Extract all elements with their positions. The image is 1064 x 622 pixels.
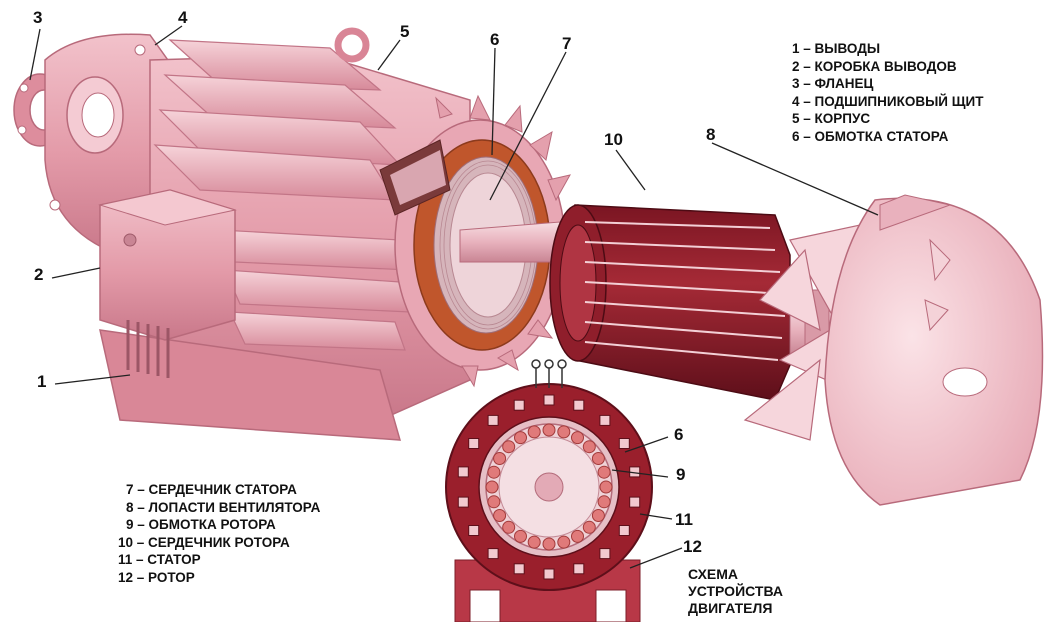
stator-slot — [619, 439, 629, 449]
cross-section-schematic — [446, 360, 652, 622]
stator-slot — [619, 526, 629, 536]
rotor-slot — [598, 496, 610, 508]
stator-slot — [514, 400, 524, 410]
callout-8: 8 — [706, 125, 715, 145]
callout-5: 5 — [400, 22, 409, 42]
callout-6: 6 — [490, 30, 499, 50]
legend-item-7: 7 – СЕРДЕЧНИК СТАТОРА — [118, 481, 320, 499]
caption-line-2: УСТРОЙСТВА — [688, 583, 783, 600]
callout-7: 7 — [562, 34, 571, 54]
stator-slot — [488, 549, 498, 559]
legend-item-4: 4 – ПОДШИПНИКОВЫЙ ЩИТ — [792, 93, 983, 111]
stator-slot — [469, 526, 479, 536]
stator-slot — [469, 439, 479, 449]
rotor-slot — [600, 481, 612, 493]
rotor-slot — [486, 481, 498, 493]
legend-item-9: 9 – ОБМОТКА РОТОРА — [118, 516, 320, 534]
legend-item-6: 6 – ОБМОТКА СТАТОРА — [792, 128, 983, 146]
legend-item-3: 3 – ФЛАНЕЦ — [792, 75, 983, 93]
callout-3: 3 — [33, 8, 42, 28]
rotor-core — [550, 205, 790, 400]
rotor-slot — [598, 466, 610, 478]
lifting-eye — [338, 31, 366, 59]
rotor-slot — [592, 510, 604, 522]
rotor-slot — [558, 536, 570, 548]
rotor-slot — [543, 424, 555, 436]
stator-slot — [600, 549, 610, 559]
legend-top: 1 – ВЫВОДЫ 2 – КОРОБКА ВЫВОДОВ 3 – ФЛАНЕ… — [792, 40, 983, 146]
legend-item-2: 2 – КОРОБКА ВЫВОДОВ — [792, 58, 983, 76]
stator-slot — [458, 467, 468, 477]
fan-cover — [825, 195, 1043, 505]
caption-line-3: ДВИГАТЕЛЯ — [688, 600, 783, 617]
legend-item-12: 12 – РОТОР — [118, 569, 320, 587]
stator-slot — [630, 497, 640, 507]
callout-12: 12 — [683, 537, 702, 557]
legend-item-10: 10 – СЕРДЕЧНИК РОТОРА — [118, 534, 320, 552]
legend-item-5: 5 – КОРПУС — [792, 110, 983, 128]
rotor-slot — [503, 441, 515, 453]
stator-slot — [544, 395, 554, 405]
stator-slot — [514, 564, 524, 574]
rotor-slot — [583, 521, 595, 533]
callout-1: 1 — [37, 372, 46, 392]
callout-11: 11 — [675, 510, 693, 530]
rotor-slot — [503, 521, 515, 533]
stator-slot — [544, 569, 554, 579]
rotor-slot — [572, 432, 584, 444]
legend-item-8: 8 – ЛОПАСТИ ВЕНТИЛЯТОРА — [118, 499, 320, 517]
rotor-slot — [515, 530, 527, 542]
stator-slot — [458, 497, 468, 507]
legend-bottom: 7 – СЕРДЕЧНИК СТАТОРА 8 – ЛОПАСТИ ВЕНТИЛ… — [118, 481, 320, 587]
rotor-slot — [494, 510, 506, 522]
rotor-slot — [572, 530, 584, 542]
rotor-slot — [583, 441, 595, 453]
stator-slot — [574, 400, 584, 410]
rotor-slot — [528, 426, 540, 438]
rotor-slot — [528, 536, 540, 548]
rotor-slot — [558, 426, 570, 438]
callout-10: 10 — [604, 130, 623, 150]
legend-item-11: 11 – СТАТОР — [118, 551, 320, 569]
rotor-slot — [592, 453, 604, 465]
stator-slot — [488, 415, 498, 425]
callout-9: 9 — [676, 465, 685, 485]
rotor-slot — [488, 496, 500, 508]
callout-6-schematic: 6 — [674, 425, 683, 445]
legend-item-1: 1 – ВЫВОДЫ — [792, 40, 983, 58]
rotor-slot — [494, 453, 506, 465]
schematic-shaft — [535, 473, 563, 501]
callout-4: 4 — [178, 8, 187, 28]
rotor-slot — [515, 432, 527, 444]
callout-2: 2 — [34, 265, 43, 285]
stator-slot — [574, 564, 584, 574]
schematic-caption: СХЕМА УСТРОЙСТВА ДВИГАТЕЛЯ — [688, 566, 783, 617]
rotor-slot — [543, 538, 555, 550]
caption-line-1: СХЕМА — [688, 566, 783, 583]
stator-slot — [600, 415, 610, 425]
rotor-slot — [488, 466, 500, 478]
